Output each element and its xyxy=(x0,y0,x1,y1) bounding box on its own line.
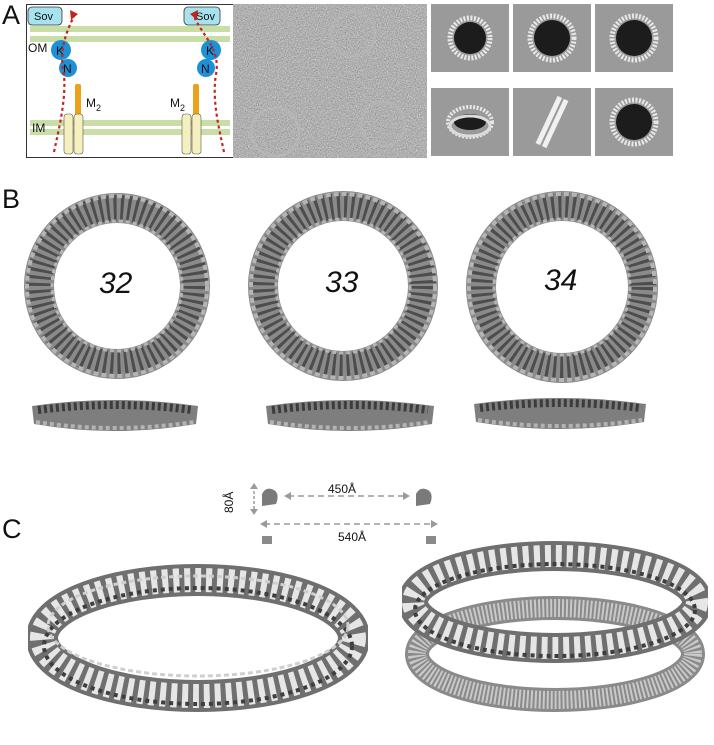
om-label: OM xyxy=(28,41,47,55)
ring-map-33-top xyxy=(248,191,438,381)
ring-map-34-side xyxy=(474,398,646,429)
secretion-system-schematic: OM IM Sov K N M2 Sov K N M2 xyxy=(26,4,234,158)
ring-map-32-side xyxy=(32,400,198,431)
k-label: K xyxy=(206,44,214,58)
n-label: N xyxy=(63,62,72,76)
ring-map-32-top xyxy=(24,193,210,379)
ring-map-33-side xyxy=(266,400,434,431)
n-domain xyxy=(197,59,215,77)
sov-channel xyxy=(27,6,63,26)
micrograph-noise xyxy=(233,4,427,158)
ring-map-34-top xyxy=(466,191,658,383)
outer-membrane-band xyxy=(30,26,230,32)
ring-symmetry-32: 32 xyxy=(99,267,133,300)
ring-symmetry-34: 34 xyxy=(544,264,578,297)
export-arrow xyxy=(192,15,226,153)
inner-membrane-band xyxy=(30,120,230,126)
cross-section-left xyxy=(262,488,278,506)
l5-protein xyxy=(63,113,74,155)
cross-section-right xyxy=(416,488,432,506)
class-average-3 xyxy=(595,4,673,72)
ring-particle xyxy=(249,106,301,158)
l5-protein xyxy=(181,113,192,155)
class-average-6 xyxy=(595,88,673,156)
cross-section-left-lower xyxy=(262,536,272,544)
cross-section-right-lower xyxy=(426,536,436,544)
cryo-em-micrograph xyxy=(233,4,427,158)
ring-3d-single xyxy=(28,564,368,712)
class-average-1 xyxy=(431,4,509,72)
sov-label: Sov xyxy=(34,11,53,23)
panel-label-c: C xyxy=(2,514,22,544)
left-complex: Sov K N M2 xyxy=(27,6,101,155)
class-average-4 xyxy=(431,88,509,156)
sov-channel xyxy=(183,6,221,26)
k-domain xyxy=(51,40,71,60)
export-arrow xyxy=(52,15,75,153)
panel-label-a: A xyxy=(2,0,21,30)
height-dimension: 80Å xyxy=(222,491,236,513)
inner-diameter-label: 450Å xyxy=(328,482,357,496)
ring-particle xyxy=(359,100,407,148)
panel-label-b: B xyxy=(2,184,21,214)
im-label: IM xyxy=(32,121,45,135)
ring-particle xyxy=(329,10,377,58)
class-average-5 xyxy=(513,88,591,156)
class-average-2 xyxy=(513,4,591,72)
right-complex: Sov K N M2 xyxy=(170,6,226,155)
sov-label: Sov xyxy=(196,11,215,23)
dimension-diagram xyxy=(250,483,438,544)
k-label: K xyxy=(56,44,64,58)
outer-diameter-label: 540Å xyxy=(338,530,367,544)
ring-symmetry-33: 33 xyxy=(325,266,359,299)
m2-label: M2 xyxy=(170,96,185,113)
ring-3d-double xyxy=(402,541,708,712)
n-label: N xyxy=(201,62,210,76)
m2-label: M2 xyxy=(86,96,101,113)
